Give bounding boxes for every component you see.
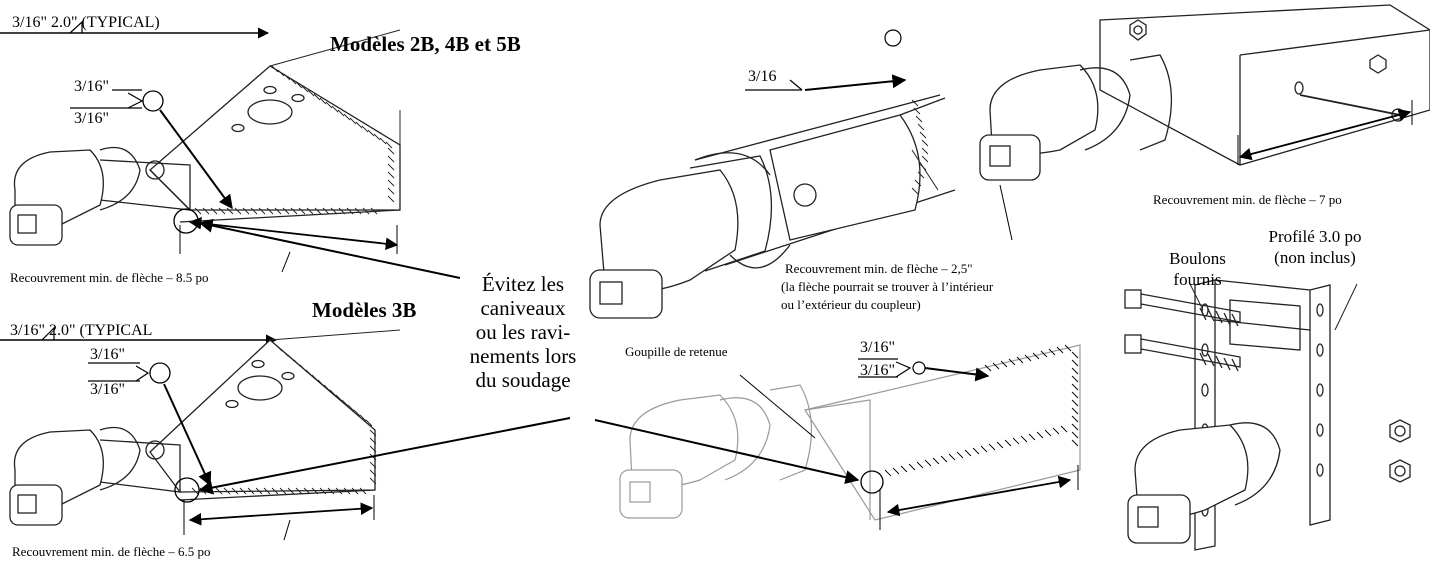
avoid-undercut-line-1: Évitez les [481, 272, 565, 296]
channel-label: Profilé 3.0 po (non inclus) [1245, 226, 1385, 268]
weld-leader-bottom-left [88, 362, 571, 541]
retaining-pin-label: Goupille de retenue [625, 344, 728, 359]
overlap-label-top-right: Recouvrement min. de flèche – 7 po [1153, 192, 1342, 207]
channel-label-line-1: Profilé 3.0 po [1268, 227, 1362, 246]
avoid-undercut-line-3: ou les ravi- [475, 320, 571, 344]
typical-weld-spec-top: 3/16" 2.0" (TYPICAL) [12, 14, 160, 31]
weld-leader-middle [745, 29, 907, 91]
typical-weld-callout-bottom [0, 326, 278, 346]
weld-leader-top-left [70, 89, 461, 279]
heading-models-3b: Modèles 3B [312, 298, 417, 322]
bolts-label-line-1: Boulons [1169, 249, 1226, 268]
coupler-assembly-top-right [979, 4, 1430, 181]
typical-weld-spec-bottom: 3/16" 2.0" (TYPICAL [10, 322, 153, 339]
coupler-assembly-bottom-middle [619, 344, 1081, 521]
typical-weld-callout-top [0, 20, 270, 39]
weld-fraction-bottom-middle-denominator: 3/16" [860, 362, 895, 379]
channel-and-bolts [1124, 279, 1411, 551]
avoid-undercut-line-5: du soudage [475, 368, 571, 392]
bolts-label-line-2: fournis [1173, 270, 1222, 289]
coupler-assembly-middle [589, 94, 956, 319]
weld-fraction-top-left-denominator: 3/16" [74, 110, 109, 127]
overlap-label-middle: Recouvrement min. de flèche – 2,5" [785, 261, 973, 276]
weld-bead-bottom-middle [884, 344, 1079, 477]
avoid-undercut-line-4: nements lors [469, 344, 577, 368]
heading-models-2b-4b-5b: Modèles 2B, 4B et 5B [330, 32, 521, 56]
overlap-note-middle-line-3: ou l’extérieur du coupleur) [781, 297, 921, 312]
weld-fraction-top-left-numerator: 3/16" [74, 78, 109, 95]
weld-spec-middle: 3/16 [748, 68, 777, 85]
overlap-arrow-top-right [999, 100, 1413, 241]
bolts-supplied-label: Boulons fournis [1150, 248, 1245, 290]
avoid-undercut-note: Évitez les caniveaux ou les ravi- nement… [452, 272, 594, 392]
coupler-assembly-bottom-left [9, 329, 401, 526]
channel-label-line-2: (non inclus) [1274, 248, 1356, 267]
overlap-note-middle-line-2: (la flèche pourrait se trouver à l’intér… [781, 279, 994, 294]
weld-fraction-bottom-left-numerator: 3/16" [90, 346, 125, 363]
overlap-label-top-left: Recouvrement min. de flèche – 8.5 po [10, 270, 209, 285]
overlap-label-bottom-left: Recouvrement min. de flèche – 6.5 po [12, 544, 211, 559]
weld-fraction-bottom-middle-numerator: 3/16" [860, 339, 895, 356]
coupler-assembly-top-left [9, 29, 401, 246]
weld-fraction-bottom-left-denominator: 3/16" [90, 381, 125, 398]
avoid-undercut-line-2: caniveaux [480, 296, 566, 320]
weld-leader-bottom-middle [594, 358, 1079, 530]
